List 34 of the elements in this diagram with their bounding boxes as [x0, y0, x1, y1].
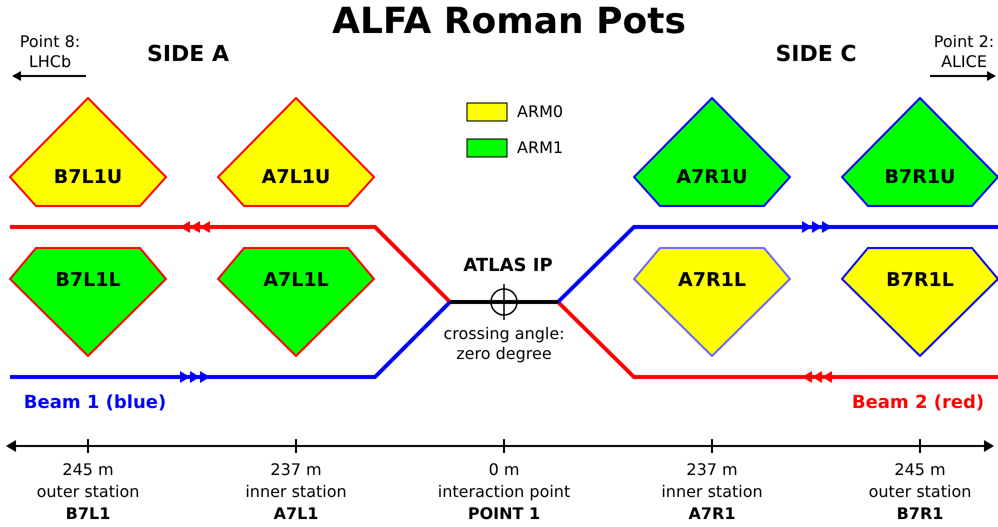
- legend-label: ARM1: [517, 138, 564, 158]
- pot-label: B7R1U: [884, 166, 956, 188]
- pot-label: B7L1U: [52, 166, 124, 188]
- station-name: B7L1: [66, 504, 110, 524]
- title: ALFA Roman Pots: [332, 2, 686, 42]
- station-label: outer station: [36, 482, 140, 502]
- station-label: outer station: [868, 482, 972, 502]
- pot-label: B7R1L: [885, 269, 955, 291]
- pot-label: A7L1U: [260, 166, 332, 188]
- station-label: interaction point: [438, 482, 570, 502]
- distance-label: 245 m: [894, 460, 946, 480]
- distance-label: 245 m: [62, 460, 114, 480]
- station-label: inner station: [661, 482, 763, 502]
- pot-label: A7R1U: [675, 166, 749, 188]
- beam-label: Beam 1 (blue): [24, 393, 166, 413]
- station-name: A7R1: [688, 504, 736, 524]
- pot-label: A7L1L: [262, 269, 330, 291]
- distance-label: 0 m: [488, 460, 520, 480]
- pot-label: B7L1L: [54, 269, 122, 291]
- note: crossing angle: zero degree: [442, 324, 566, 364]
- location-label: Point 8: LHCb: [18, 32, 82, 72]
- pot-label: A7R1L: [677, 269, 747, 291]
- location-label: Point 2: ALICE: [932, 32, 996, 72]
- station-name: POINT 1: [468, 504, 540, 524]
- legend-label: ARM0: [517, 102, 564, 122]
- station-label: inner station: [245, 482, 347, 502]
- distance-label: 237 m: [686, 460, 738, 480]
- distance-label: 237 m: [270, 460, 322, 480]
- station-name: B7R1: [896, 504, 944, 524]
- side-label: SIDE A: [147, 45, 229, 65]
- side-label: SIDE C: [775, 45, 857, 65]
- station-name: A7L1: [274, 504, 318, 524]
- ip-label: ATLAS IP: [463, 256, 553, 276]
- beam-label: Beam 2 (red): [852, 393, 984, 413]
